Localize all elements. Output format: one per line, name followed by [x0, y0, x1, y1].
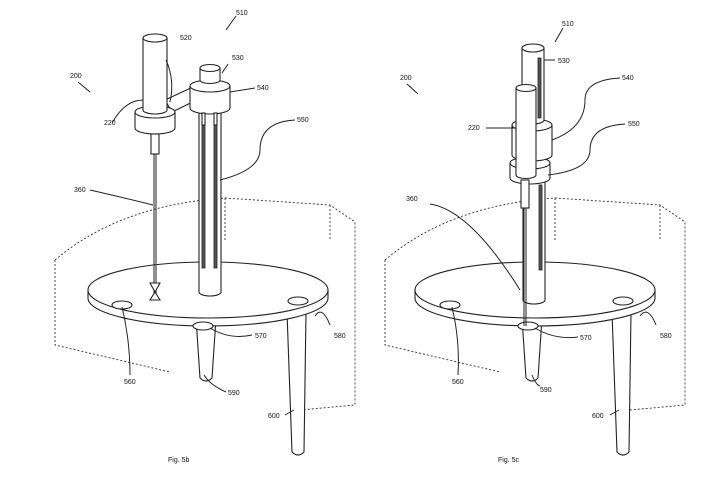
- figure-caption: Fig. 5c: [498, 457, 520, 464]
- cylinder-220-top: [516, 85, 536, 92]
- label-550: 550: [297, 117, 309, 124]
- label-520: 520: [180, 35, 192, 42]
- hole-570: [518, 322, 538, 330]
- label-590: 590: [228, 390, 240, 397]
- figure-5b: 510 520 530 200 540 220 550 360 580 560 …: [55, 10, 355, 464]
- column-slot: [538, 58, 541, 118]
- cap-530-top: [522, 44, 544, 52]
- cap-530-top: [200, 65, 220, 72]
- cylinder-220: [143, 38, 167, 114]
- label-200: 200: [400, 75, 412, 82]
- figure-5c: 510 530 200 540 220 550 360 580 560 570 …: [385, 21, 685, 464]
- hole-560: [440, 301, 460, 309]
- rod: [214, 113, 217, 125]
- needle-hub: [151, 134, 159, 154]
- hole-570: [193, 322, 213, 330]
- hole-580: [613, 297, 633, 305]
- label-200: 200: [70, 73, 82, 80]
- label-600: 600: [268, 413, 280, 420]
- column-slot: [214, 118, 217, 268]
- cylinder-220: [516, 88, 536, 179]
- label-530: 530: [232, 55, 244, 62]
- label-570: 570: [580, 335, 592, 342]
- label-560: 560: [124, 379, 136, 386]
- label-360: 360: [74, 187, 86, 194]
- label-220: 220: [468, 125, 480, 132]
- label-560: 560: [452, 379, 464, 386]
- cylinder-220-top: [143, 34, 167, 42]
- label-510: 510: [562, 21, 574, 28]
- needle-hub: [521, 180, 529, 208]
- label-580: 580: [334, 333, 346, 340]
- label-590: 590: [540, 387, 552, 394]
- label-600: 600: [592, 413, 604, 420]
- label-530: 530: [558, 58, 570, 65]
- leg-600: [612, 312, 631, 455]
- label-540: 540: [257, 85, 269, 92]
- leg-600: [287, 312, 306, 455]
- rod: [202, 113, 205, 125]
- column-slot: [539, 185, 542, 270]
- label-360: 360: [406, 196, 418, 203]
- label-570: 570: [255, 333, 267, 340]
- label-220: 220: [104, 120, 116, 127]
- label-510: 510: [236, 10, 248, 17]
- label-540: 540: [622, 75, 634, 82]
- label-550: 550: [628, 121, 640, 128]
- figure-caption: Fig. 5b: [168, 457, 190, 464]
- hole-580: [288, 297, 308, 305]
- column-slot: [202, 118, 205, 268]
- label-580: 580: [660, 333, 672, 340]
